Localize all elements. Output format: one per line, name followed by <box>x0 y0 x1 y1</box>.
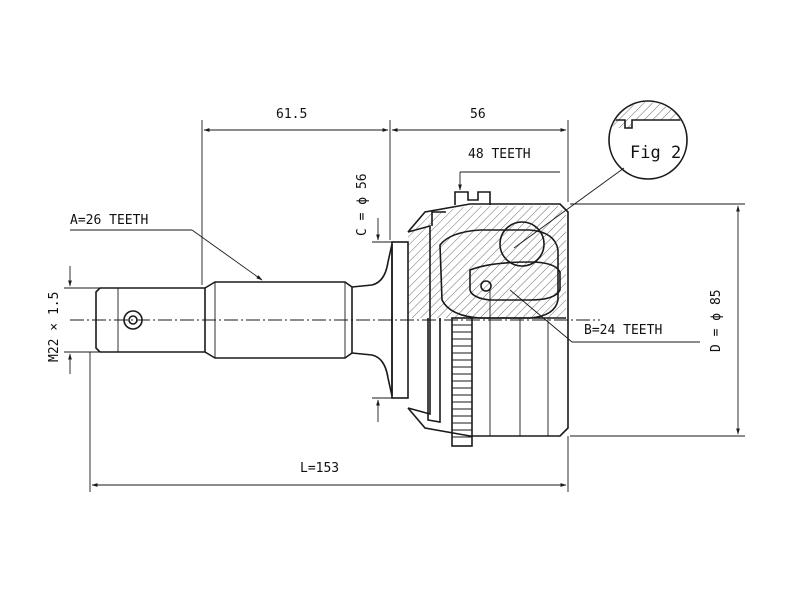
total-length-label: L=153 <box>300 461 339 476</box>
inner-spline-callout: B=24 TEETH <box>509 289 700 343</box>
fig2-label: Fig 2 <box>630 143 681 163</box>
dimension-outer-diameter: D = ϕ 85 <box>570 203 745 437</box>
dimension-collar-diameter: C = ϕ 56 <box>355 173 394 422</box>
dimension-housing-length: 56 <box>391 107 569 202</box>
thread-label: M22 × 1.5 <box>47 292 62 362</box>
abs-ring <box>427 317 473 447</box>
abs-teeth-callout: 48 TEETH <box>458 147 560 191</box>
shaft-length-label: 61.5 <box>276 107 307 122</box>
fig2-detail: Fig 2 <box>513 100 688 249</box>
outer-housing <box>407 203 569 437</box>
outer-spline-callout: A=26 TEETH <box>70 213 263 281</box>
dimension-shaft-length: 61.5 <box>201 107 391 285</box>
dimension-thread: M22 × 1.5 <box>47 266 100 374</box>
abs-teeth-label: 48 TEETH <box>468 147 531 162</box>
dimension-total-length: L=153 <box>89 352 569 492</box>
outer-diameter-label: D = ϕ 85 <box>709 289 724 352</box>
collar-diameter-label: C = ϕ 56 <box>355 173 370 236</box>
abs-tooth-detail <box>431 191 491 226</box>
outer-spline-label: A=26 TEETH <box>70 213 148 228</box>
housing-length-label: 56 <box>470 107 486 122</box>
inner-spline-label: B=24 TEETH <box>584 323 662 338</box>
